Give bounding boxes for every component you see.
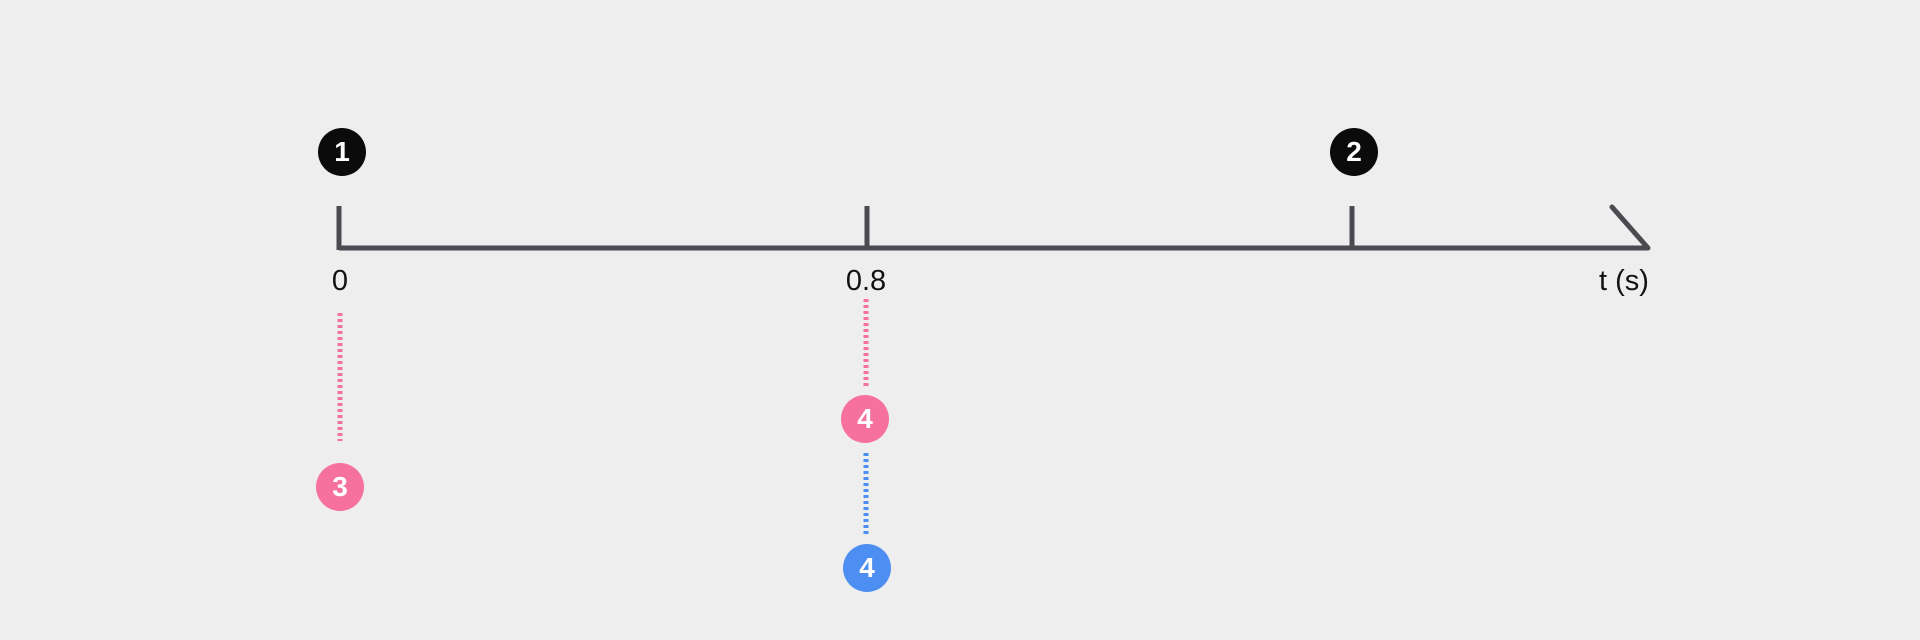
marker-2: 2	[1330, 128, 1378, 176]
axis-label: t (s)	[1599, 265, 1649, 297]
tick-label-0-8: 0.8	[845, 265, 887, 297]
marker-1: 1	[318, 128, 366, 176]
axis-arrow	[1609, 204, 1651, 251]
marker-3: 3	[316, 463, 364, 511]
marker-4-pink: 4	[841, 395, 889, 443]
marker-4-blue: 4	[843, 544, 891, 592]
tick-label-0: 0	[331, 265, 349, 297]
